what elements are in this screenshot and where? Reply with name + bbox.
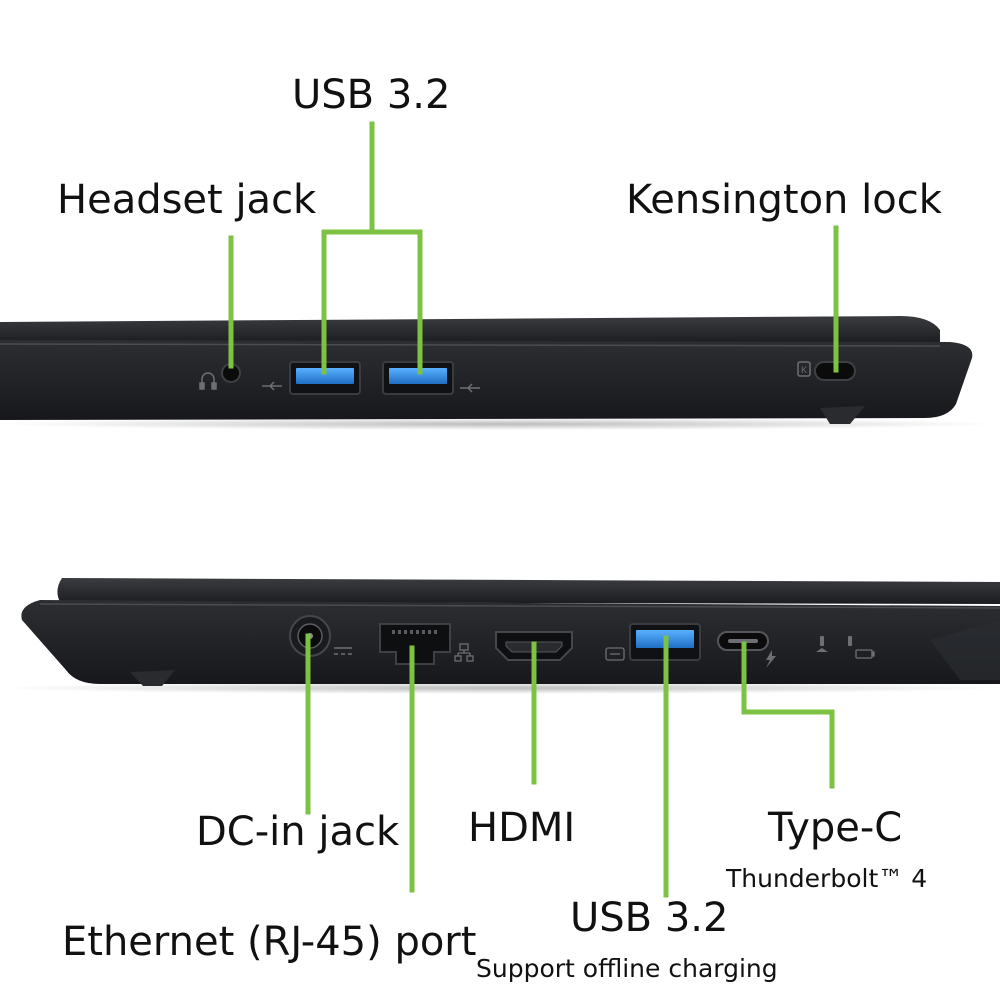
label-type-c: Type-C <box>768 805 903 851</box>
label-thunderbolt-note: Thunderbolt™ 4 <box>726 864 928 893</box>
usb-icon <box>262 381 282 391</box>
usb-icon <box>460 383 480 393</box>
laptop-right-side <box>0 578 1000 694</box>
shadow <box>0 418 1000 430</box>
lid <box>57 578 1000 604</box>
headset-icon <box>199 372 217 390</box>
kensington-icon: K <box>797 361 811 377</box>
status-led-icon <box>816 636 852 652</box>
laptop-left-side: K <box>0 316 1000 430</box>
label-hdmi: HDMI <box>468 805 576 851</box>
label-ethernet-port: Ethernet (RJ-45) port <box>62 919 477 965</box>
thunderbolt-icon <box>766 650 776 668</box>
label-dc-in-jack: DC-in jack <box>196 809 400 855</box>
ethernet-icon <box>454 643 474 662</box>
power-icon <box>334 647 352 655</box>
base <box>0 340 973 420</box>
ethernet-port <box>379 623 451 665</box>
shadow <box>0 682 1000 694</box>
usb-charge-icon <box>605 647 625 661</box>
top-callouts <box>228 121 839 375</box>
foot <box>130 670 175 686</box>
label-headset-jack: Headset jack <box>57 177 317 223</box>
label-usb-charging-note: Support offline charging <box>476 954 778 983</box>
battery-icon <box>855 649 875 659</box>
label-kensington-lock: Kensington lock <box>626 177 942 223</box>
label-usb-top: USB 3.2 <box>292 72 451 118</box>
bottom-callouts <box>305 633 835 898</box>
foot <box>820 406 865 424</box>
svg-text:K: K <box>801 365 807 375</box>
label-usb-bottom: USB 3.2 <box>570 895 729 941</box>
lid <box>0 316 940 344</box>
